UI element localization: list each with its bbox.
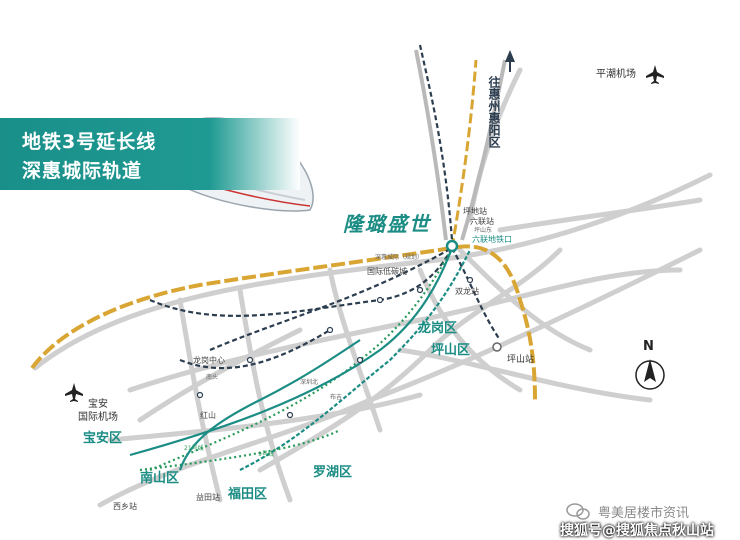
line21-label: 21号线 [184, 445, 204, 452]
airplane-icon [65, 383, 83, 402]
gold-north-line [450, 59, 478, 249]
banner-line-2: 深惠城际轨道 [22, 160, 143, 182]
station-label: 龙岗中心 [193, 356, 225, 365]
station-label: 布吉 [330, 394, 343, 401]
teal-metro-lines [129, 247, 471, 472]
baoan-airport-label-1: 宝安 [88, 399, 108, 410]
north-arrow-icon [635, 359, 665, 390]
station-label: 益田站 [196, 493, 220, 502]
to-huizhou-label: 往惠州惠阳区 [487, 76, 501, 148]
dark-dashed-lines [149, 44, 501, 370]
station-label: 坪地站 [463, 207, 487, 216]
district-longgang: 龙岗区 [418, 321, 458, 336]
pingshan-station-label: 坪山站 [507, 355, 535, 365]
station-label: 西乡站 [113, 502, 137, 511]
watermark-account: 粤美居楼市资讯 [598, 506, 690, 521]
huizhou-line-2 [414, 49, 448, 241]
pinghai-airport-label: 平潮机场 [596, 69, 636, 80]
huizhou-line [460, 59, 507, 241]
district-baoan: 宝安区 [83, 431, 123, 446]
pingshan-station-dot [492, 342, 502, 352]
district-pingshan: 坪山区 [431, 343, 471, 358]
baoan-airport-label-2: 国际机场 [78, 412, 118, 423]
wechat-icon [566, 503, 590, 520]
banner-line-1: 地铁3号延长线 [22, 131, 157, 153]
line9-label: 9号线 [258, 451, 274, 458]
gold-intercity-line [30, 244, 537, 401]
station-label: 坪山东 [474, 227, 493, 234]
airplane-icon [646, 65, 664, 84]
district-nanshan: 南山区 [140, 471, 180, 486]
station-label: 红山 [200, 411, 216, 420]
district-futian: 福田区 [228, 487, 268, 502]
route-banner: 地铁3号延长线 深惠城际轨道 [0, 118, 300, 190]
project-logo-text: 隆璐盛世 [343, 212, 431, 236]
watermark-site: 搜狐号@搜狐焦点秋山站 [560, 523, 714, 539]
hub-station [445, 239, 459, 253]
up-arrow-icon [505, 50, 515, 72]
station-label: 深圳北 [300, 379, 319, 386]
north-label: N [643, 339, 654, 354]
district-luohu: 罗湖区 [313, 465, 353, 480]
station-label: 六联地铁口 [472, 235, 512, 244]
station-label: 国际低碳城 [367, 267, 407, 276]
station-label: 南头 [206, 374, 219, 381]
station-dots [196, 276, 474, 419]
line-label: 深惠城际（规划） [375, 254, 424, 261]
station-label: 双龙站 [455, 287, 479, 296]
station-label: 六联站 [470, 217, 494, 226]
